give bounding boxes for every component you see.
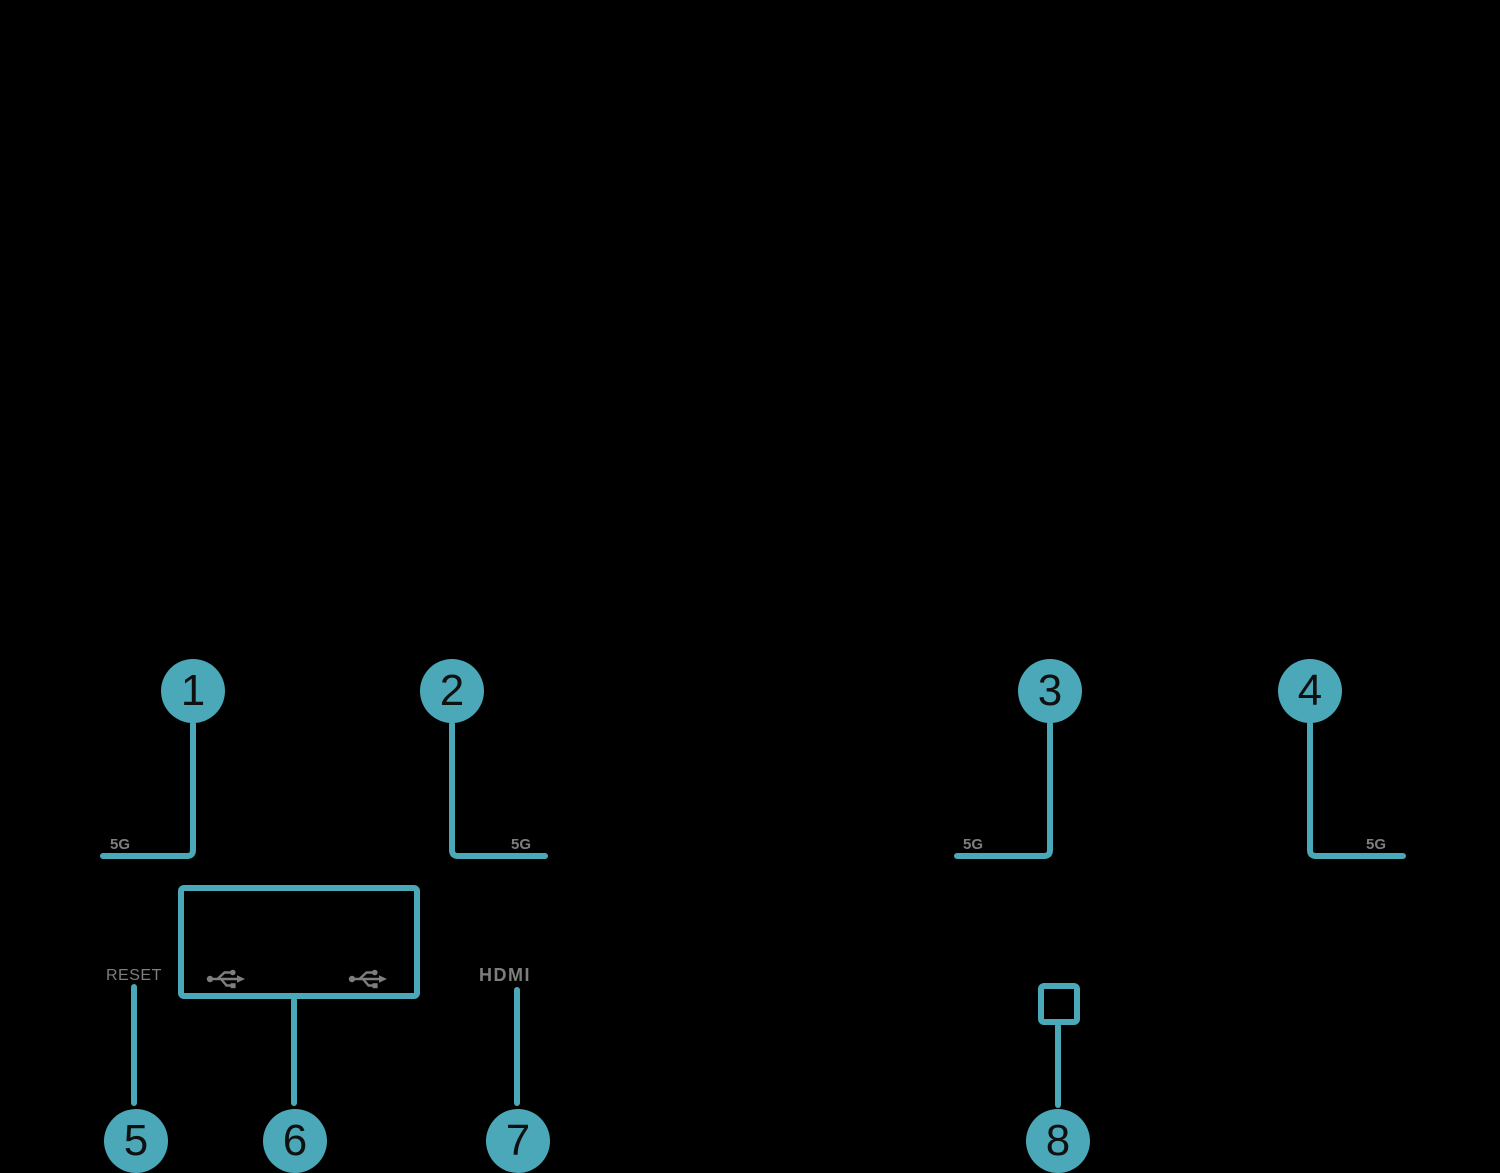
- leader-line-2: [449, 721, 548, 859]
- usb-icon: [206, 969, 245, 989]
- callout-circle-4: 4: [1278, 659, 1342, 723]
- callout-circle-7: 7: [486, 1109, 550, 1173]
- callout-circle-2: 2: [420, 659, 484, 723]
- port-square-outline: [1038, 983, 1080, 1025]
- callout-number-7: 7: [505, 1116, 531, 1165]
- callout-number-3: 3: [1037, 666, 1063, 715]
- hdmi-label: HDMI: [479, 965, 531, 985]
- port-label-5g-3: 5G: [963, 836, 984, 853]
- callout-number-5: 5: [123, 1116, 149, 1165]
- port-label-5g-1: 5G: [110, 836, 131, 853]
- callout-number-1: 1: [180, 666, 206, 715]
- usb-ports-panel-outline: [178, 885, 420, 999]
- callout-number-6: 6: [282, 1116, 308, 1165]
- reset-label: RESET: [106, 967, 162, 984]
- leader-line-1: [100, 721, 196, 859]
- callout-circle-1: 1: [161, 659, 225, 723]
- callout-number-8: 8: [1045, 1116, 1071, 1165]
- port-label-5g-4: 5G: [1366, 836, 1387, 853]
- leader-line-4: [1307, 721, 1406, 859]
- callout-number-2: 2: [439, 666, 465, 715]
- callout-number-4: 4: [1297, 666, 1323, 715]
- callout-circle-5: 5: [104, 1109, 168, 1173]
- callout-circle-8: 8: [1026, 1109, 1090, 1173]
- port-label-5g-2: 5G: [511, 836, 532, 853]
- callout-circle-6: 6: [263, 1109, 327, 1173]
- callout-circle-3: 3: [1018, 659, 1082, 723]
- usb-icon: [348, 969, 387, 989]
- leader-line-3: [954, 721, 1053, 859]
